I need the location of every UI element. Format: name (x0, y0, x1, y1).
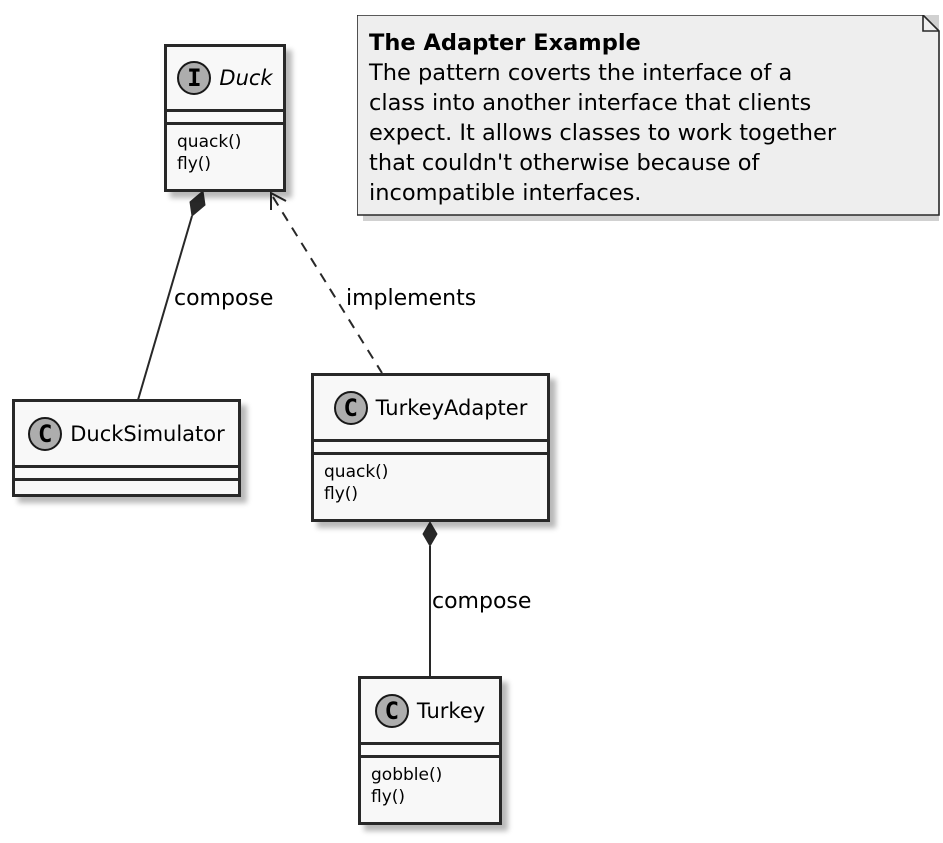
duck-header: I Duck (167, 47, 283, 112)
duck-simulator-header: C DuckSimulator (15, 402, 238, 468)
turkey-adapter-header: C TurkeyAdapter (314, 376, 547, 442)
turkey-methods: gobble() fly() (361, 758, 499, 808)
implements-edge (272, 196, 383, 374)
note-line: class into another interface that client… (369, 90, 812, 116)
method-gobble: gobble() (371, 765, 443, 785)
method-quack: quack() (324, 462, 389, 482)
composition-diamond-icon (422, 521, 438, 547)
turkey-header: C Turkey (361, 679, 499, 745)
method-fly: fly() (324, 484, 359, 504)
class-badge-icon: C (374, 693, 409, 728)
duck-attributes-section (167, 112, 283, 125)
composition-diamond-icon (189, 190, 206, 217)
turkey-adapter-attributes-section (314, 442, 547, 455)
compose-label-turkey: compose (432, 589, 532, 614)
adapter-example-note: The Adapter Example The pattern coverts … (357, 15, 943, 221)
method-fly: fly() (177, 154, 212, 174)
turkey-class-name: Turkey (416, 698, 486, 723)
turkey-adapter-class-name: TurkeyAdapter (375, 395, 528, 420)
note-title: The Adapter Example (369, 30, 641, 56)
duck-simulator-attributes-section (15, 468, 238, 481)
note-line: incompatible interfaces. (369, 180, 642, 206)
open-arrow-icon (270, 191, 287, 210)
duck-methods: quack() fly() (167, 125, 283, 175)
note-body: The Adapter Example The pattern coverts … (369, 28, 836, 208)
duck-simulator-class-name: DuckSimulator (70, 421, 225, 446)
class-badge-icon: C (28, 416, 63, 451)
duck-class-name: Duck (219, 66, 273, 90)
class-badge-icon: C (333, 390, 368, 425)
compose-edge-duck-simulator (137, 215, 193, 401)
turkey-adapter-class-box[interactable]: C TurkeyAdapter quack() fly() (311, 373, 550, 522)
duck-interface-box[interactable]: I Duck quack() fly() (164, 44, 286, 192)
method-fly: fly() (371, 787, 406, 807)
note-line: that couldn't otherwise because of (369, 150, 760, 176)
note-shape (357, 15, 940, 221)
note-line: expect. It allows classes to work togeth… (369, 120, 837, 146)
turkey-class-box[interactable]: C Turkey gobble() fly() (358, 676, 502, 825)
duck-simulator-class-box[interactable]: C DuckSimulator (12, 399, 241, 497)
turkey-adapter-methods: quack() fly() (314, 455, 547, 505)
compose-label-duck: compose (174, 286, 274, 311)
turkey-attributes-section (361, 745, 499, 758)
implements-label: implements (346, 286, 477, 311)
interface-badge-icon: I (177, 61, 212, 95)
method-quack: quack() (177, 132, 242, 152)
note-line: The pattern coverts the interface of a (369, 60, 793, 86)
